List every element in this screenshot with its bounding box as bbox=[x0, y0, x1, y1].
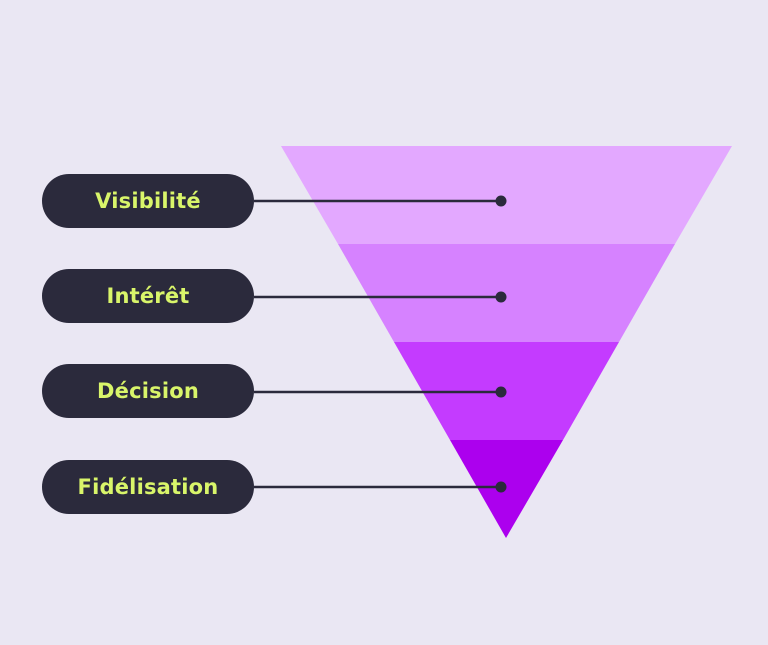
funnel-band-visibilite bbox=[281, 146, 732, 244]
connector-dot-interet bbox=[495, 291, 507, 303]
funnel-band-decision bbox=[394, 342, 619, 440]
stage-label: Fidélisation bbox=[77, 475, 219, 499]
stage-label: Décision bbox=[97, 379, 199, 403]
connector-dot-decision bbox=[495, 386, 507, 398]
connector-dot-visibilite bbox=[495, 195, 507, 207]
stage-label: Intérêt bbox=[106, 284, 190, 308]
connector-dot-fidelisation bbox=[495, 481, 507, 493]
funnel-band-interet bbox=[338, 244, 675, 342]
stage-pill-fidelisation: Fidélisation bbox=[42, 460, 254, 514]
stage-pill-interet: Intérêt bbox=[42, 269, 254, 323]
funnel-band-fidelisation bbox=[450, 440, 563, 538]
stage-pill-visibilite: Visibilité bbox=[42, 174, 254, 228]
stage-pill-decision: Décision bbox=[42, 364, 254, 418]
stage-label: Visibilité bbox=[95, 189, 201, 213]
